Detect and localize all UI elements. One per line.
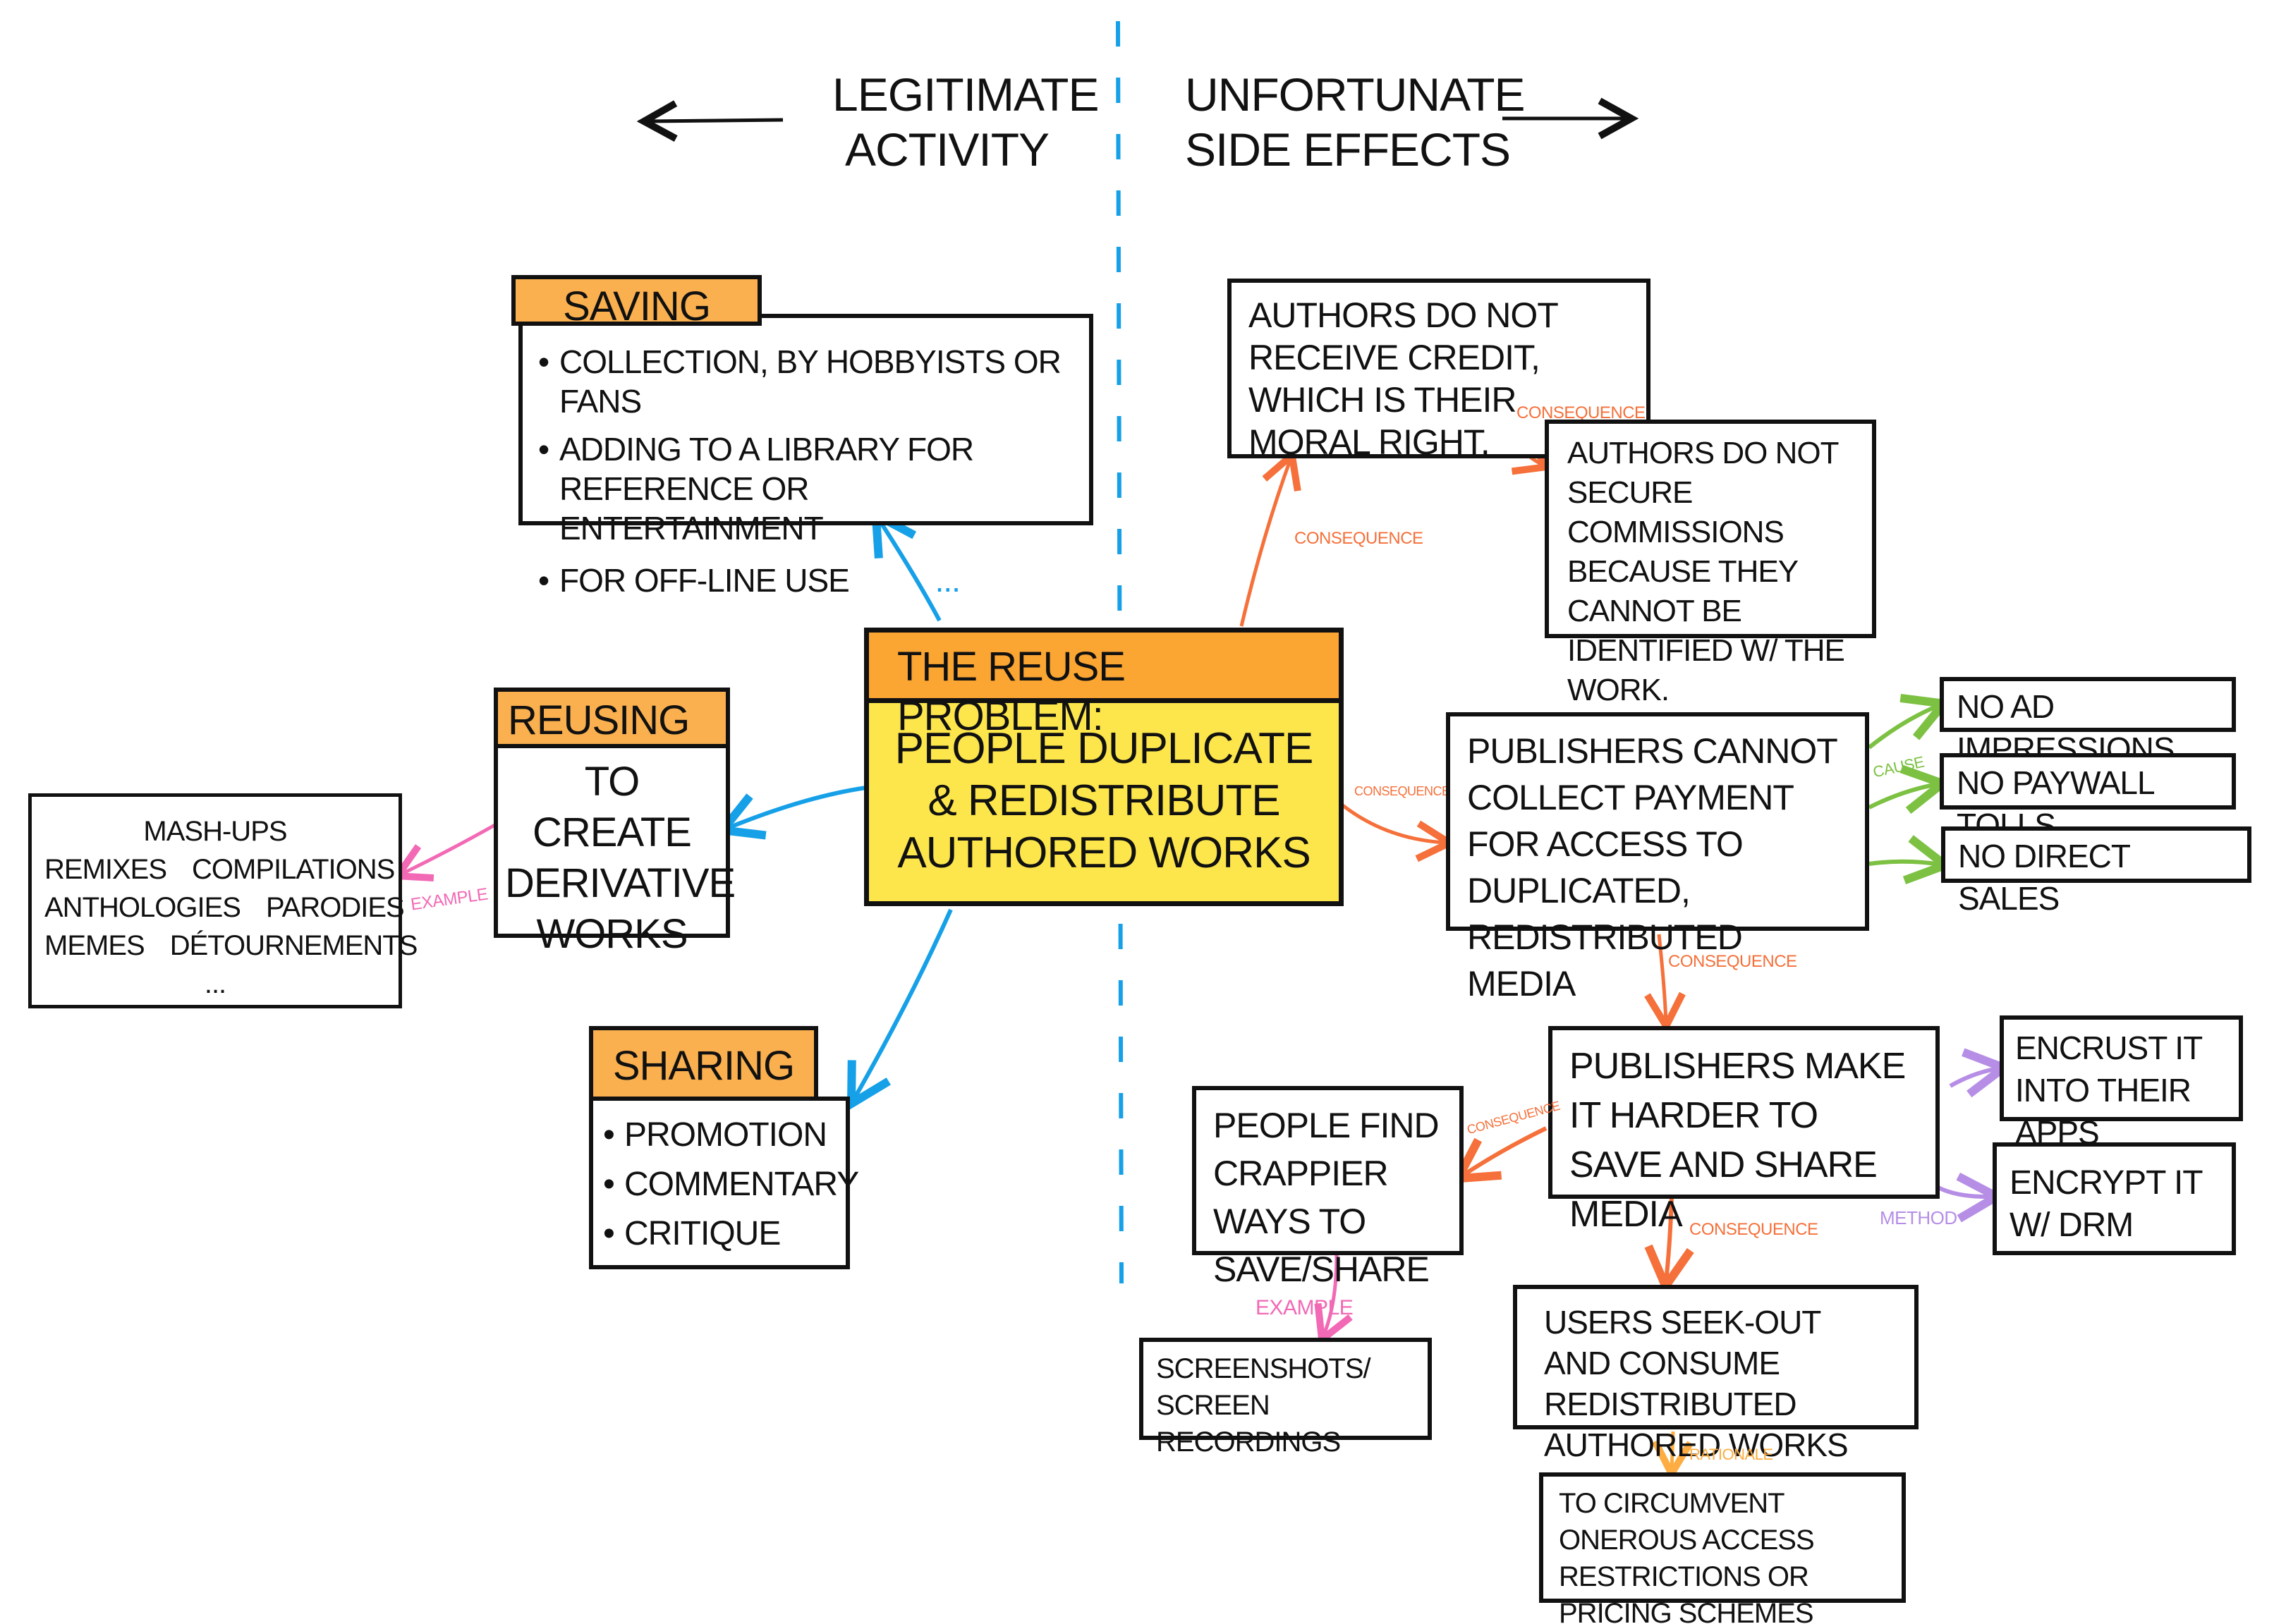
rationale-text: To circumvent onerous access restriction… — [1559, 1488, 1815, 1624]
method-encrypt-box: Encrypt it w/ DRM — [1993, 1142, 2236, 1255]
cause-no-direct-box: No direct sales — [1941, 826, 2251, 917]
payment-box: Publishers cannot collect payment for ac… — [1446, 712, 1869, 1003]
saving-list: Collection, by hobbyists or fans Adding … — [538, 342, 1074, 600]
saving-item: For off-line use ... — [538, 561, 1074, 600]
arrow-harder-to-crappier — [1461, 1126, 1548, 1176]
heading-left-line1: Legitimate — [832, 68, 1099, 121]
derivative-examples-box: Mash-ups Remixes Compilations Anthologies… — [28, 793, 418, 1008]
harder-text: Publishers make it harder to save and sh… — [1569, 1046, 1906, 1235]
payment-text: Publishers cannot collect payment for ac… — [1467, 731, 1837, 1003]
commissions-box: Authors do not secure commissions becaus… — [1545, 420, 1876, 707]
examples-row: ... — [32, 965, 399, 1003]
heading-right-line1: Unfortunate — [1185, 68, 1526, 121]
cause-no-direct-text: No direct sales — [1958, 838, 2130, 917]
sharing-header: Sharing — [589, 1026, 818, 1101]
heading-legitimate-activity: Legitimate Activity — [832, 67, 1099, 177]
examples-row: Remixes Compilations — [32, 850, 399, 889]
example-item: Remixes — [44, 854, 167, 885]
method-encrust-box: Encrust it into their apps — [2000, 1015, 2243, 1151]
example-item: Anthologies — [44, 892, 241, 923]
example-item: Memes — [44, 930, 145, 961]
arrow-payment-to-no-paywall — [1868, 784, 1938, 807]
example-item: Détournements — [169, 930, 418, 961]
payment-consequence-label: Consequence — [1354, 784, 1450, 798]
arrow-reusing-to-examples — [401, 822, 499, 874]
reusing-box: Reusing To create derivative works — [494, 688, 736, 957]
arrow-crappier-to-screenshots — [1323, 1254, 1337, 1336]
examples-row: Anthologies Parodies — [32, 889, 405, 927]
example-item: Compilations — [192, 854, 395, 885]
commissions-consequence-label: Consequence — [1516, 403, 1646, 422]
harder-box: Publishers make it harder to save and sh… — [1548, 1026, 1940, 1235]
arrow-harder-to-users — [1666, 1197, 1672, 1282]
saving-title: Saving — [563, 283, 711, 329]
reuse-problem-header: The Reuse Problem: — [869, 633, 1339, 739]
credit-box: Authors do not receive credit, which is … — [1227, 279, 1650, 462]
screenshots-line1: Screenshots/ — [1156, 1353, 1371, 1384]
saving-item-text: For off-line use — [559, 562, 850, 599]
reuse-problem-title: The Reuse Problem: — [897, 644, 1126, 739]
examples-row: Mash-ups — [32, 812, 399, 850]
rationale-box: To circumvent onerous access restriction… — [1539, 1472, 1906, 1624]
arrow-payment-to-no-direct — [1868, 862, 1941, 865]
saving-item: Collection, by hobbyists or fans — [538, 342, 1074, 421]
arrow-payment-to-no-ad — [1868, 705, 1940, 750]
reusing-header: Reusing — [498, 692, 726, 748]
reuse-problem-body: People duplicate & redistribute authored… — [894, 724, 1314, 877]
left-arrow-icon — [648, 120, 784, 121]
harder-consequence-label: Consequence — [1668, 952, 1797, 971]
arrow-harder-to-encrust — [1949, 1068, 2000, 1086]
crappier-box: People find crappier ways to save/share — [1192, 1086, 1464, 1289]
screenshots-box: Screenshots/ Screen recordings — [1139, 1338, 1432, 1458]
cause-no-ad-box: No ad impressions — [1940, 677, 2236, 767]
users-box: Users seek-out and consume redistributed… — [1513, 1285, 1919, 1463]
users-consequence-label: Consequence — [1689, 1220, 1818, 1239]
reusing-title: Reusing — [508, 697, 690, 743]
arrow-users-to-rationale — [1672, 1431, 1673, 1470]
cause-no-paywall-box: No paywall tolls — [1940, 753, 2236, 843]
heading-unfortunate-side-effects: Unfortunate Side Effects — [1185, 67, 1526, 177]
sharing-box: Promotion Commentary Critique — [589, 1097, 859, 1269]
sharing-title: Sharing — [612, 1043, 795, 1089]
reuse-problem-box: The Reuse Problem: People duplicate & re… — [864, 628, 1344, 906]
sharing-item: Critique — [603, 1209, 836, 1259]
heading-right-line2: Side Effects — [1185, 123, 1511, 176]
reusing-body: To create derivative works — [498, 748, 736, 957]
arrow-center-to-sharing — [853, 908, 953, 1100]
sharing-item: Commentary — [603, 1160, 859, 1209]
example-item: Mash-ups — [143, 816, 287, 847]
arrow-center-to-credit — [1239, 458, 1291, 627]
example-ellipsis: ... — [204, 968, 226, 999]
heading-left-line2: Activity — [845, 123, 1050, 176]
saving-ellipsis: ... — [935, 562, 961, 599]
crappier-text: People find crappier ways to save/share — [1213, 1106, 1440, 1289]
arrow-center-to-payment — [1335, 799, 1446, 843]
examples-row: Memes Détournements — [32, 927, 418, 965]
commissions-text: Authors do not secure commissions becaus… — [1567, 436, 1845, 707]
crappier-example-label: Example — [1256, 1296, 1354, 1319]
saving-box: Collection, by hobbyists or fans Adding … — [518, 314, 1093, 600]
saving-item: Adding to a library for reference or ent… — [538, 429, 1053, 548]
sharing-list: Promotion Commentary Critique — [603, 1111, 859, 1259]
example-item: Parodies — [265, 892, 405, 923]
screenshots-line2: Screen recordings — [1156, 1390, 1341, 1458]
users-text: Users seek-out and consume redistributed… — [1544, 1304, 1849, 1463]
method-label: Method — [1880, 1207, 1957, 1228]
saving-header: Saving — [511, 275, 762, 329]
method-encrust-text: Encrust it into their apps — [2015, 1030, 2202, 1151]
rationale-label: Rationale — [1689, 1446, 1773, 1463]
sharing-item: Promotion — [603, 1111, 836, 1160]
reusing-body-text: To create derivative works — [505, 759, 736, 957]
arrow-payment-to-harder — [1659, 934, 1666, 1022]
credit-text: Authors do not receive credit, which is … — [1248, 295, 1558, 462]
method-encrypt-text: Encrypt it w/ DRM — [2010, 1164, 2203, 1244]
credit-consequence-label: Consequence — [1294, 529, 1423, 548]
arrow-center-to-reusing — [726, 786, 867, 829]
